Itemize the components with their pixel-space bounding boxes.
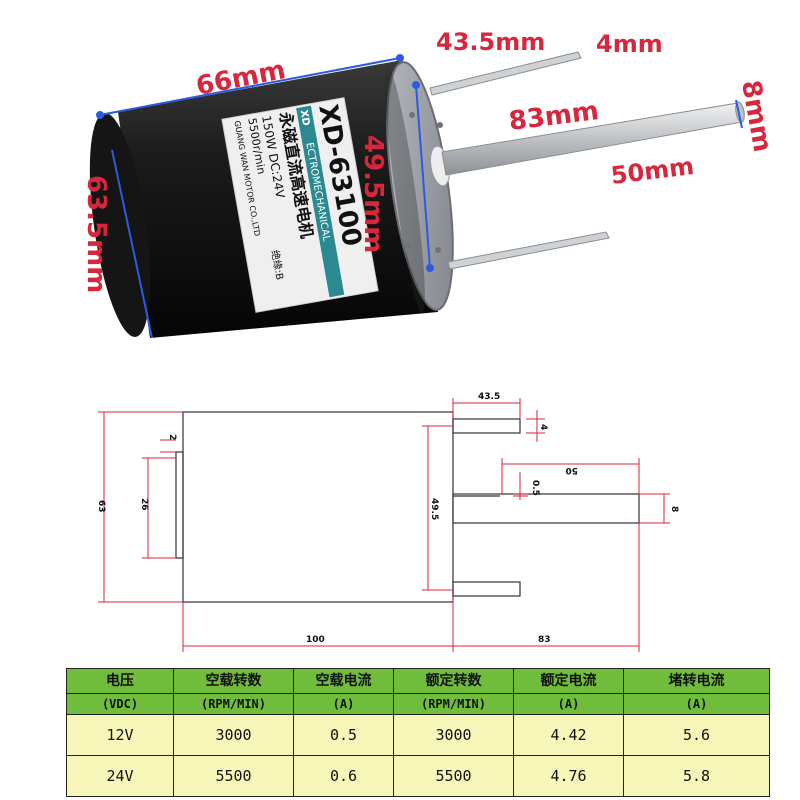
cell-rated-current: 4.76 — [513, 755, 624, 797]
drawing-dim-boss-offset: 2 — [167, 434, 177, 440]
header-rated-speed: 额定转数 — [393, 668, 514, 694]
drawing-screw-bottom — [452, 581, 521, 597]
cell-noload-current: 0.6 — [293, 755, 394, 797]
cell-rated-speed: 3000 — [393, 714, 514, 756]
dim-line-diameter — [111, 149, 153, 339]
unit-rated-speed: (RPM/MIN) — [393, 693, 514, 715]
drawing-dim-shaft-total: 83 — [538, 635, 551, 645]
mounting-screw-top — [429, 51, 582, 96]
dim-line-shaft-diameter — [735, 99, 743, 129]
drawing-dim-shaft-dia: 8 — [669, 506, 679, 512]
cell-rated-speed: 5500 — [393, 755, 514, 797]
motor-photo: XD-63100 ECTROMECHANICAL XD 永磁直流高速电机 150… — [81, 28, 777, 339]
unit-voltage: (VDC) — [66, 693, 174, 715]
dim-line-length — [99, 57, 401, 116]
spec-unit-row: (VDC) (RPM/MIN) (A) (RPM/MIN) (A) (A) — [66, 693, 770, 715]
cell-noload-speed: 5500 — [173, 755, 294, 797]
dim-line-mount-spacing — [415, 84, 431, 269]
header-rated-current: 额定电流 — [513, 668, 624, 694]
drawing-dim-shaft-step: 0.5 — [530, 480, 540, 496]
cell-noload-current: 0.5 — [293, 714, 394, 756]
table-row: 12V 3000 0.5 3000 4.42 5.6 — [66, 714, 770, 756]
cell-stall-current: 5.8 — [623, 755, 770, 797]
drawing-dim-screw-len: 43.5 — [478, 392, 500, 402]
unit-stall-current: (A) — [623, 693, 770, 715]
mounting-screw-bottom — [447, 231, 610, 270]
drawing-dim-boss-height: 26 — [139, 498, 149, 511]
drawing-dim-mount-spacing: 49.5 — [429, 498, 439, 520]
dim-screw-length: 43.5mm — [436, 28, 545, 56]
drawing-dim-body-len: 100 — [306, 635, 325, 645]
technical-drawing: 43.5 4 50 0.5 8 2 26 63 49.5 100 83 — [96, 392, 679, 652]
drawing-dim-body-height: 63 — [96, 500, 106, 513]
dim-diameter: 63.5mm — [81, 175, 111, 293]
cell-stall-current: 5.6 — [623, 714, 770, 756]
unit-noload-speed: (RPM/MIN) — [173, 693, 294, 715]
end-cap-holes — [405, 112, 443, 253]
dim-shaft-length: 50mm — [609, 152, 695, 190]
output-shaft — [429, 101, 745, 187]
dim-mount-spacing: 49.5mm — [358, 135, 388, 253]
cell-voltage: 12V — [66, 714, 174, 756]
drawing-boss — [175, 451, 184, 559]
drawing-screw-top — [452, 418, 521, 434]
table-row: 24V 5500 0.6 5500 4.76 5.8 — [66, 755, 770, 797]
drawing-dim-shaft-len: 50 — [565, 465, 578, 475]
header-noload-current: 空载电流 — [293, 668, 394, 694]
cell-voltage: 24V — [66, 755, 174, 797]
drawing-dim-screw-dia: 4 — [538, 424, 548, 430]
unit-rated-current: (A) — [513, 693, 624, 715]
drawing-body — [182, 411, 454, 603]
drawing-shaft — [452, 493, 640, 524]
motor-label: XD-63100 ECTROMECHANICAL XD 永磁直流高速电机 150… — [221, 97, 379, 313]
spec-table: 电压 空载转数 空载电流 额定转数 额定电流 堵转电流 (VDC) (RPM/M… — [66, 668, 770, 797]
header-stall-current: 堵转电流 — [623, 668, 770, 694]
dim-shaft-diameter: 8mm — [735, 78, 777, 154]
cell-noload-speed: 3000 — [173, 714, 294, 756]
label-brand: XD — [298, 109, 312, 127]
header-noload-speed: 空载转数 — [173, 668, 294, 694]
unit-noload-current: (A) — [293, 693, 394, 715]
dim-screw-diameter: 4mm — [596, 30, 663, 58]
header-voltage: 电压 — [66, 668, 174, 694]
cell-rated-current: 4.42 — [513, 714, 624, 756]
spec-header-row: 电压 空载转数 空载电流 额定转数 额定电流 堵转电流 — [66, 668, 770, 694]
